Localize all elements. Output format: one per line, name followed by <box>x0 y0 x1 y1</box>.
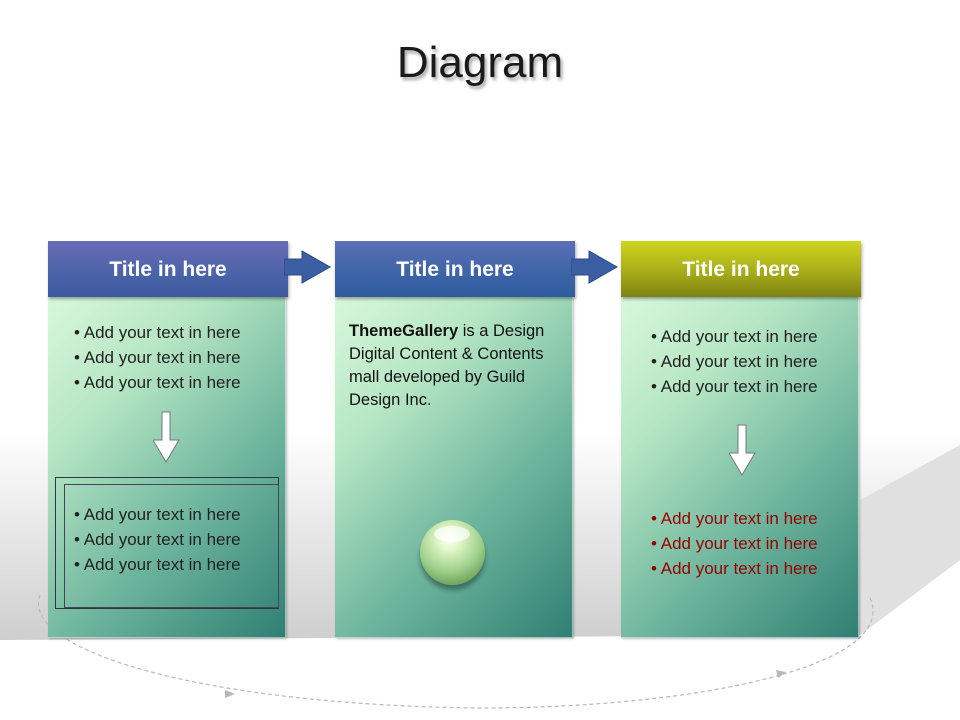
list-item: Add your text in here <box>74 527 241 552</box>
dashed-loop <box>37 594 874 709</box>
loop-arrow-left <box>225 690 235 698</box>
step-3-top-list: Add your text in here Add your text in h… <box>651 324 818 399</box>
loop-arrow-right <box>776 670 786 678</box>
list-item: Add your text in here <box>651 506 818 531</box>
step-1-result-box-inner <box>64 484 279 608</box>
arrow-right-icon <box>284 250 332 284</box>
list-item: Add your text in here <box>651 324 818 349</box>
sphere-icon <box>420 520 485 585</box>
background-wedge-right <box>860 445 960 635</box>
list-item: Add your text in here <box>74 552 241 577</box>
list-item: Add your text in here <box>74 370 241 395</box>
step-3-bottom-list: Add your text in here Add your text in h… <box>651 506 818 581</box>
list-item: Add your text in here <box>74 320 241 345</box>
arrow-right-icon <box>571 250 619 284</box>
list-item: Add your text in here <box>74 502 241 527</box>
step-3-header: Title in here <box>621 238 861 297</box>
step-1-header: Title in here <box>48 238 288 297</box>
list-item: Add your text in here <box>651 349 818 374</box>
list-item: Add your text in here <box>74 345 241 370</box>
arrow-down-icon <box>153 411 180 463</box>
step-1-bottom-list: Add your text in here Add your text in h… <box>74 502 241 577</box>
step-2-header: Title in here <box>335 238 575 297</box>
step-1-top-list: Add your text in here Add your text in h… <box>74 320 241 395</box>
step-2-description: ThemeGallery is a Design Digital Content… <box>349 320 564 412</box>
brand-name: ThemeGallery <box>349 322 459 340</box>
list-item: Add your text in here <box>651 556 818 581</box>
list-item: Add your text in here <box>651 531 818 556</box>
page-title: Diagram <box>396 38 564 87</box>
arrow-down-icon <box>729 424 756 476</box>
list-item: Add your text in here <box>651 374 818 399</box>
description-text: is a Design Digital Content & Contents m… <box>349 322 545 409</box>
